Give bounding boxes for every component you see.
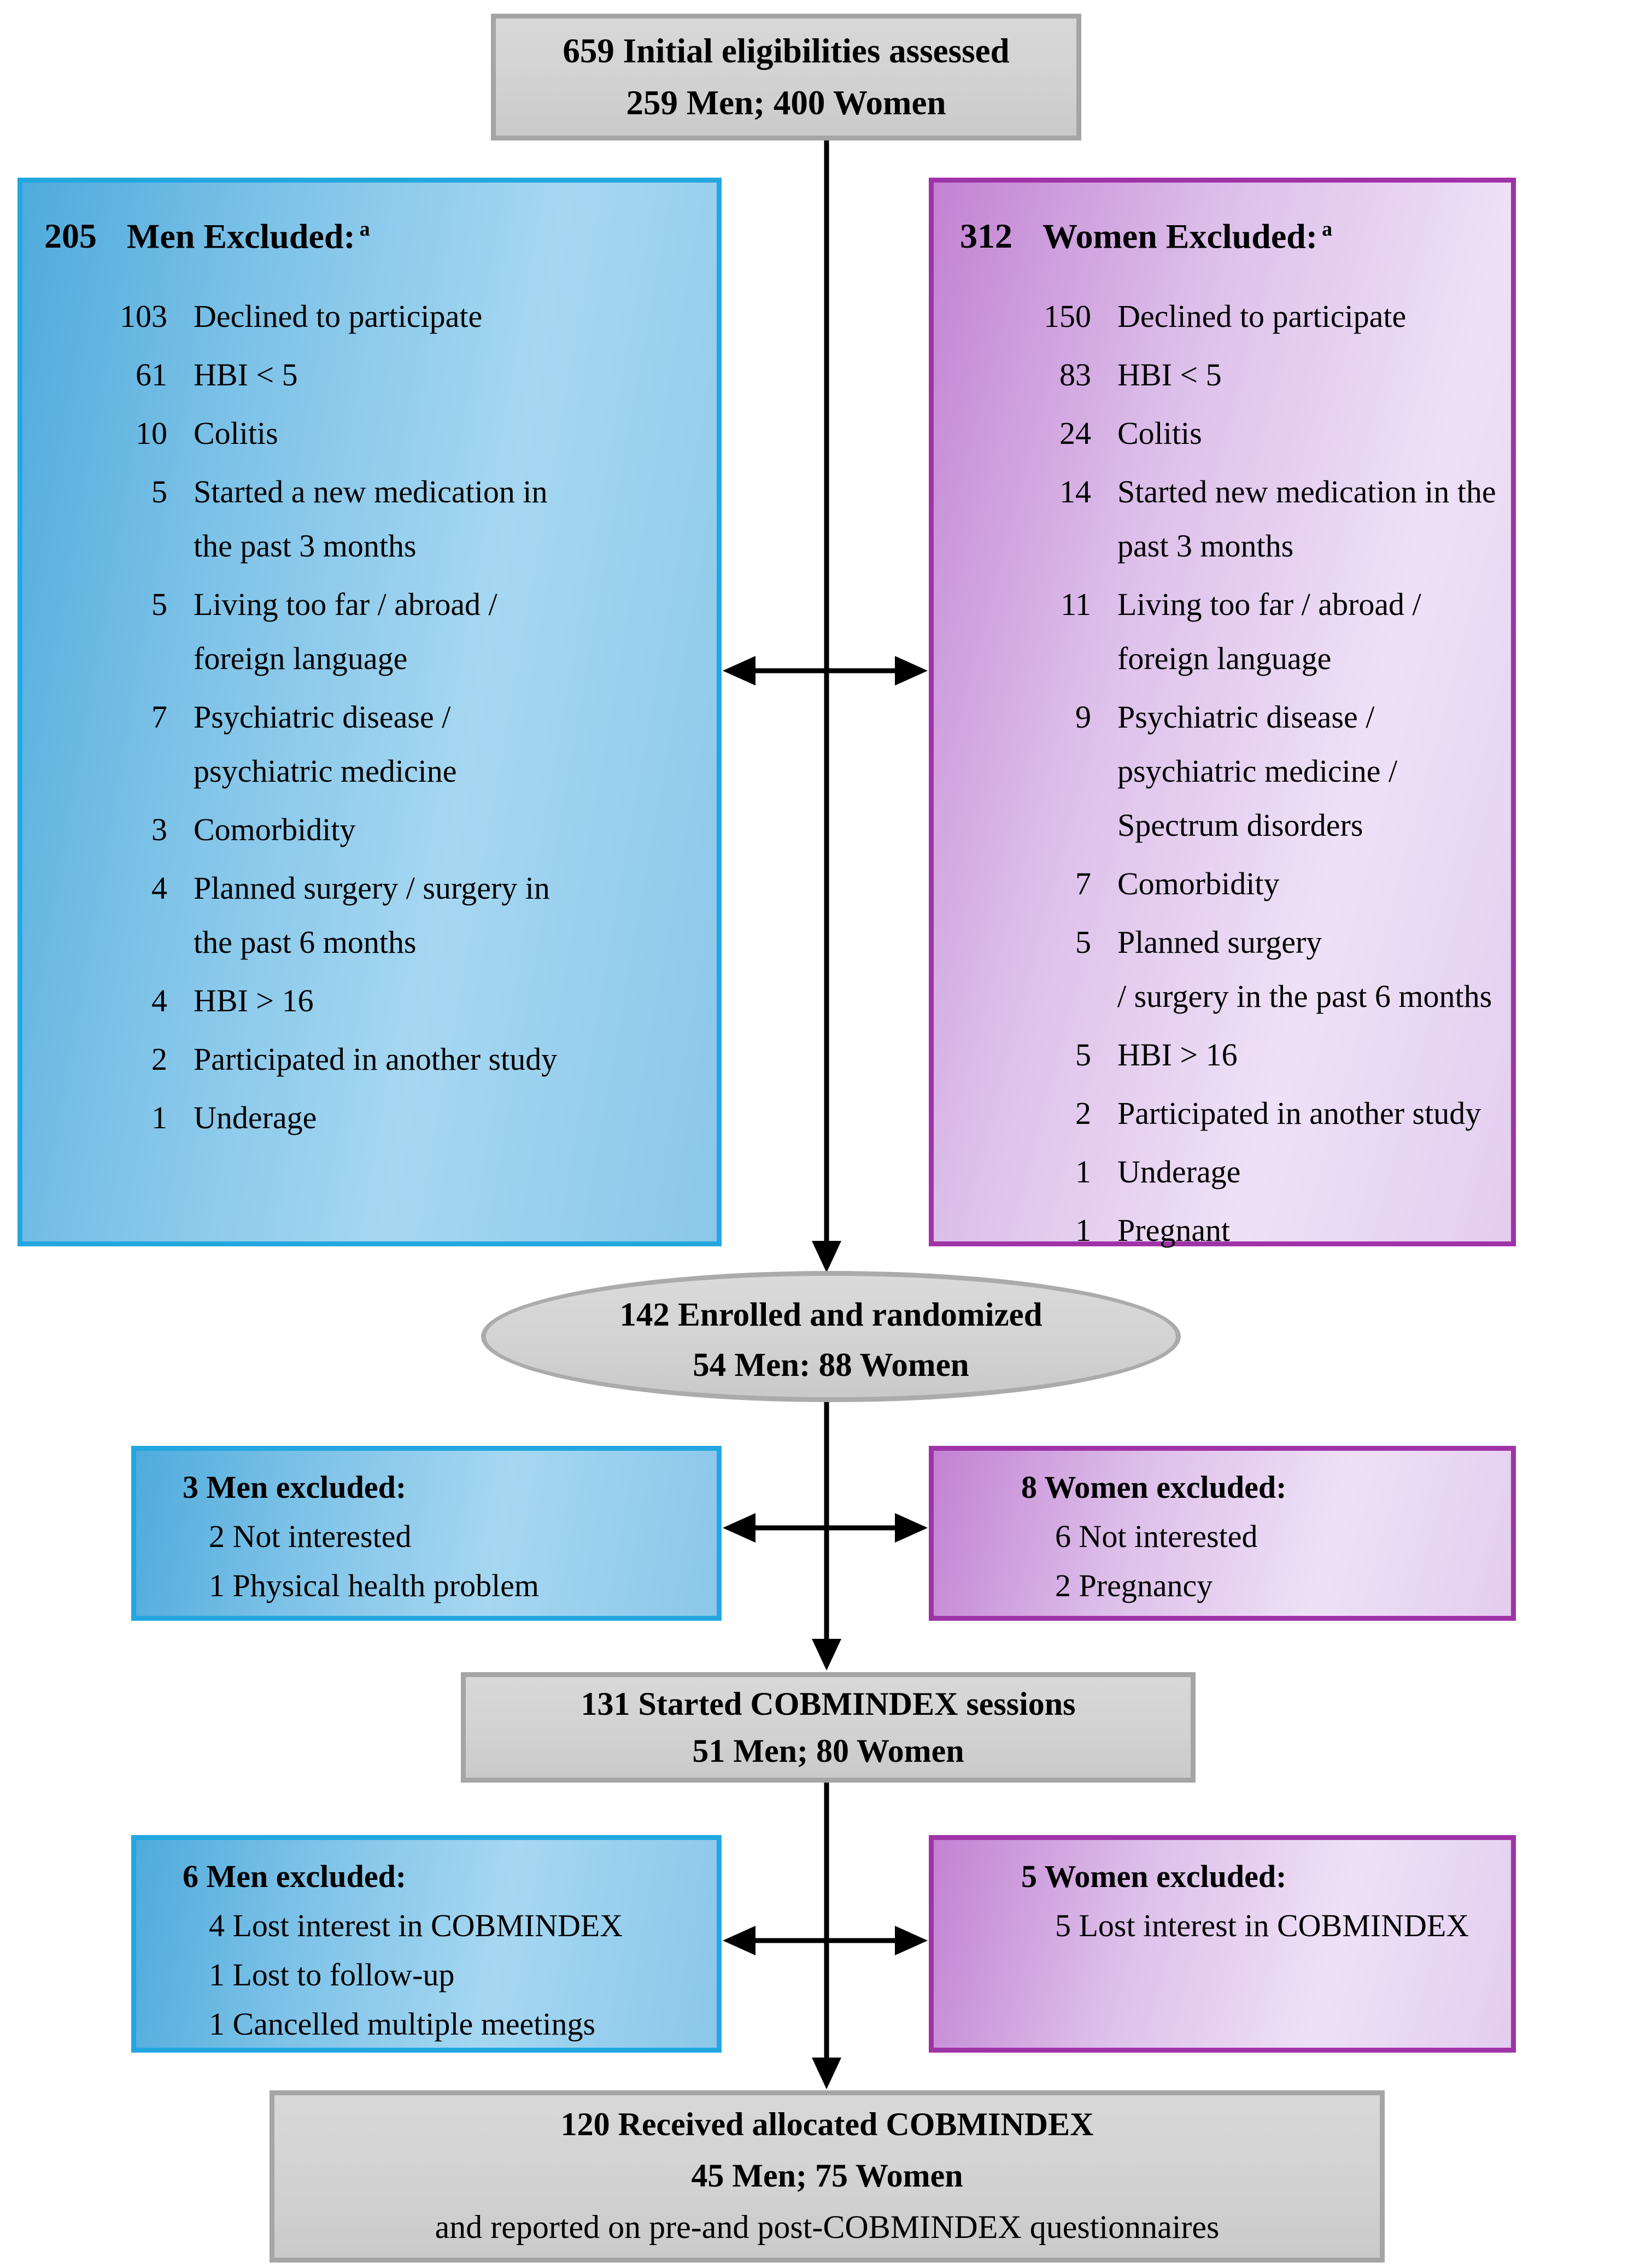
enrolled-line2: 54 Men: 88 Women [693,1347,969,1384]
footnote-marker: a [1322,218,1333,241]
arrowhead-right-1-icon [895,656,928,685]
women-excluded-header: 312 Women Excluded:a [960,204,1503,261]
men-excluded-mid-box: 3 Men excluded: 2 Not interested 1 Physi… [131,1446,722,1621]
received-line3: and reported on pre-and post-COBMINDEX q… [435,2209,1220,2245]
enrolled-line1: 142 Enrolled and randomized [619,1297,1042,1333]
arrowhead-left-2-icon [723,1513,755,1543]
arrowhead-right-2-icon [895,1513,928,1543]
men-excluded-mid-title: 3 Men excluded: [183,1469,407,1505]
women-excluded-mid-box: 8 Women excluded: 6 Not interested 2 Pre… [929,1446,1516,1621]
initial-eligibility-box: 659 Initial eligibilities assessed 259 M… [491,14,1081,140]
list-item: 1 Lost to follow-up [209,1957,455,1992]
received-line2: 45 Men; 75 Women [691,2158,963,2194]
women-excluded-low-box: 5 Women excluded: 5 Lost interest in COB… [929,1835,1516,2053]
initial-eligibility-line1: 659 Initial eligibilities assessed [563,32,1010,70]
arrowhead-down-to-received-icon [812,2058,841,2089]
women-excluded-mid-title: 8 Women excluded: [1021,1469,1287,1505]
men-excluded-low-box: 6 Men excluded: 4 Lost interest in COBMI… [131,1835,722,2053]
list-item: 6 Not interested [1055,1519,1258,1554]
list-item: 1 Physical health problem [209,1568,540,1603]
list-item: 2 Pregnancy [1055,1568,1213,1603]
enrolled-randomized-ellipse: 142 Enrolled and randomized 54 Men: 88 W… [481,1271,1181,1402]
initial-eligibility-line2: 259 Men; 400 Women [626,84,946,122]
arrowhead-left-3-icon [723,1926,755,1955]
footnote-marker: a [359,218,370,241]
arrowhead-down-to-started-icon [812,1639,841,1671]
list-item: 2 Not interested [209,1519,412,1554]
arrowhead-down-to-ellipse-icon [812,1241,841,1273]
list-item: 4 Lost interest in COBMINDEX [209,1908,623,1943]
started-cobmindex-box: 131 Started COBMINDEX sessions 51 Men; 8… [461,1672,1196,1783]
received-line1: 120 Received allocated COBMINDEX [560,2106,1094,2142]
list-item: 5 Lost interest in COBMINDEX [1055,1908,1469,1943]
women-excluded-low-title: 5 Women excluded: [1021,1859,1287,1894]
men-excluded-count: 205 [44,216,97,256]
received-cobmindex-box: 120 Received allocated COBMINDEX 45 Men;… [270,2090,1385,2263]
list-item: 1 Cancelled multiple meetings [209,2006,596,2042]
men-excluded-header: 205 Men Excluded:a [44,204,706,261]
men-excluded-low-title: 6 Men excluded: [183,1859,407,1894]
arrowhead-left-1-icon [723,656,755,685]
started-line2: 51 Men; 80 Women [692,1733,964,1769]
started-line1: 131 Started COBMINDEX sessions [581,1686,1076,1722]
women-excluded-count: 312 [960,216,1012,256]
arrowhead-right-3-icon [895,1926,928,1955]
men-excluded-title: Men Excluded: [127,216,355,256]
women-excluded-title: Women Excluded: [1042,216,1318,256]
